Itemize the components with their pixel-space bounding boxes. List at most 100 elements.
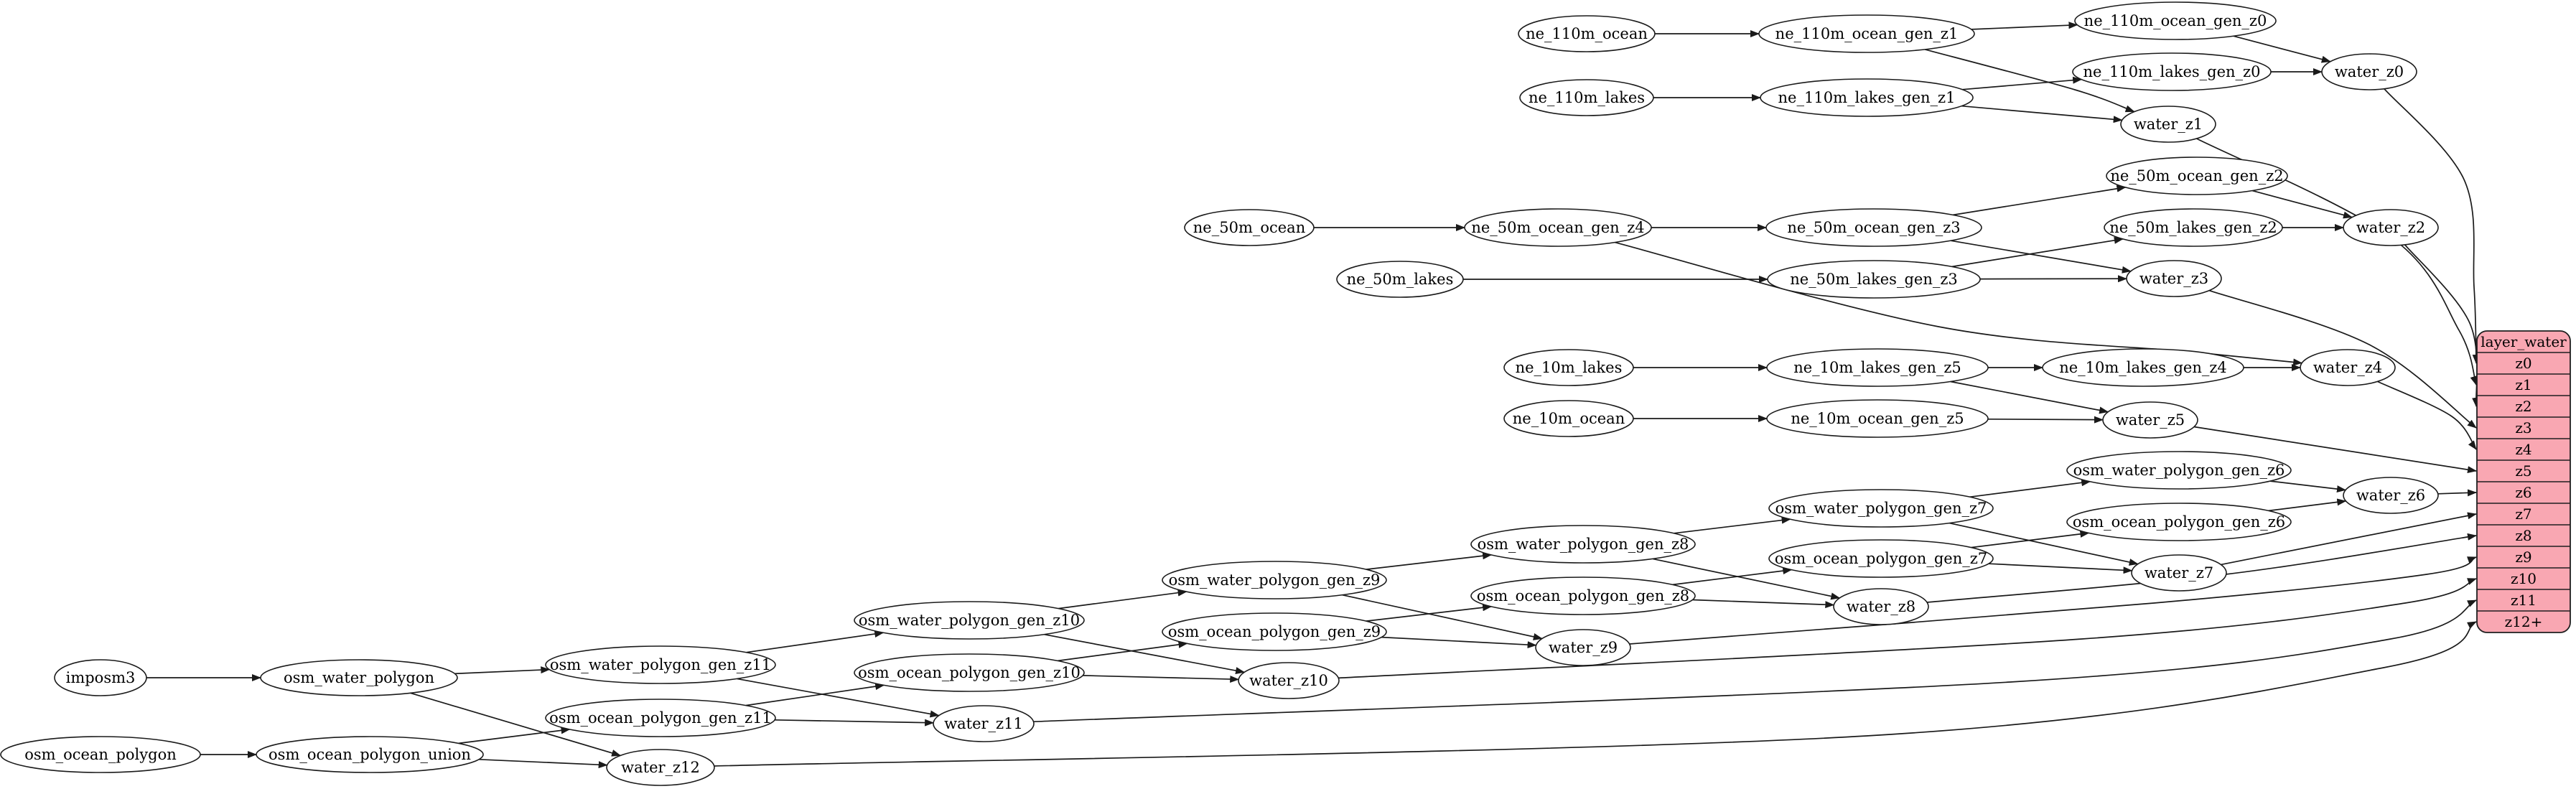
node-water-z8: water_z8 bbox=[1833, 588, 1929, 625]
node-water-z1: water_z1 bbox=[2120, 106, 2216, 143]
node-label: ne_110m_ocean bbox=[1526, 25, 1648, 42]
node-label: ne_10m_ocean bbox=[1513, 410, 1625, 427]
node-ne-10m-lakes-gen-z5: ne_10m_lakes_gen_z5 bbox=[1766, 348, 1989, 387]
edge-osm_water_polygon_gen_z7-to-water_z7 bbox=[1949, 522, 2139, 566]
edge-osm_ocean_polygon_union-to-water_z12 bbox=[479, 758, 608, 769]
node-ne-10m-lakes: ne_10m_lakes bbox=[1503, 349, 1634, 386]
node-ne-50m-lakes-gen-z2: ne_50m_lakes_gen_z2 bbox=[2104, 208, 2283, 247]
node-label: water_z7 bbox=[2145, 564, 2213, 582]
node-ne-10m-lakes-gen-z4: ne_10m_lakes_gen_z4 bbox=[2042, 348, 2244, 387]
node-ellipse bbox=[2300, 349, 2396, 386]
node-ellipse bbox=[2072, 52, 2272, 91]
node-ellipse bbox=[260, 659, 458, 696]
edge-water_z3-to-layer-z3 bbox=[2208, 289, 2477, 429]
node-ellipse bbox=[545, 645, 776, 684]
node-ne-110m-ocean-gen-z1: ne_110m_ocean_gen_z1 bbox=[1758, 14, 1975, 53]
node-ellipse bbox=[0, 736, 201, 773]
node-label: water_z4 bbox=[2313, 359, 2382, 376]
node-ellipse bbox=[2102, 401, 2198, 439]
node-label: ne_50m_lakes_gen_z3 bbox=[1790, 271, 1958, 288]
node-ellipse bbox=[2343, 477, 2439, 514]
node-water-z10: water_z10 bbox=[1238, 662, 1340, 699]
node-ne-110m-ocean: ne_110m_ocean bbox=[1518, 15, 1656, 52]
node-label: water_z3 bbox=[2139, 270, 2208, 287]
node-ellipse bbox=[1503, 400, 1634, 437]
edge-water_z12-to-layer-z12+ bbox=[714, 621, 2477, 767]
node-ellipse bbox=[1758, 14, 1975, 53]
layer-row-z8: z8 bbox=[2515, 527, 2531, 544]
edge-water_z5-to-layer-z5 bbox=[2193, 426, 2477, 474]
edge-water_z7-to-layer-z7 bbox=[2221, 512, 2477, 566]
node-label: ne_50m_ocean_gen_z2 bbox=[2110, 167, 2283, 185]
node-label: osm_water_polygon_gen_z11 bbox=[550, 656, 771, 673]
node-label: water_z6 bbox=[2356, 487, 2425, 504]
node-ellipse bbox=[54, 659, 147, 696]
edge-osm_water_polygon_gen_z10-to-water_z10 bbox=[1044, 633, 1246, 674]
node-label: osm_ocean_polygon_gen_z11 bbox=[549, 709, 772, 727]
node-ne-50m-ocean-gen-z4: ne_50m_ocean_gen_z4 bbox=[1464, 208, 1652, 247]
node-osm-water-polygon-gen-z9: osm_water_polygon_gen_z9 bbox=[1162, 561, 1387, 599]
edge-osm_ocean_polygon_gen_z11-to-water_z11 bbox=[775, 719, 935, 727]
node-ellipse bbox=[2126, 260, 2222, 297]
node-ellipse bbox=[1336, 261, 1464, 298]
edge-osm_water_polygon_gen_z6-to-water_z6 bbox=[2270, 480, 2346, 493]
node-ne-50m-ocean-gen-z3: ne_50m_ocean_gen_z3 bbox=[1765, 208, 1982, 247]
node-label: osm_water_polygon_gen_z8 bbox=[1478, 536, 1689, 553]
node-osm-ocean-polygon-gen-z9: osm_ocean_polygon_gen_z9 bbox=[1162, 612, 1387, 651]
edge-osm_water_polygon_gen_z8-to-osm_water_polygon_gen_z7 bbox=[1674, 516, 1791, 534]
node-ellipse bbox=[2066, 451, 2292, 490]
node-osm-water-polygon: osm_water_polygon bbox=[260, 659, 458, 696]
layer-row-z5: z5 bbox=[2515, 462, 2531, 480]
node-label: water_z9 bbox=[1549, 639, 1618, 656]
node-ellipse bbox=[2074, 1, 2277, 40]
edge-osm_ocean_polygon_gen_z6-to-water_z6 bbox=[2268, 498, 2347, 512]
node-ellipse bbox=[256, 736, 484, 773]
node-ellipse bbox=[2066, 503, 2292, 541]
node-label: water_z0 bbox=[2335, 63, 2404, 80]
node-osm-ocean-polygon-gen-z6: osm_ocean_polygon_gen_z6 bbox=[2066, 503, 2292, 541]
node-ellipse bbox=[1833, 588, 1929, 625]
layer-row-z6: z6 bbox=[2515, 484, 2531, 501]
edge-osm_water_polygon_gen_z10-to-osm_water_polygon_gen_z9 bbox=[1058, 589, 1187, 610]
node-ne-110m-lakes-gen-z1: ne_110m_lakes_gen_z1 bbox=[1760, 78, 1974, 117]
edge-ne_50m_ocean_gen_z2-to-water_z2 bbox=[2251, 190, 2353, 219]
edge-ne_110m_lakes_gen_z1-to-ne_110m_lakes_gen_z0 bbox=[1962, 76, 2083, 90]
node-label: osm_water_polygon_gen_z10 bbox=[859, 612, 1080, 629]
edge-osm_water_polygon_gen_z11-to-osm_water_polygon_gen_z10 bbox=[746, 630, 885, 653]
edge-osm_ocean_polygon_gen_z10-to-osm_ocean_polygon_gen_z9 bbox=[1058, 640, 1188, 662]
edge-water_z2-to-layer-z2 bbox=[2404, 244, 2480, 407]
node-ne-50m-lakes-gen-z3: ne_50m_lakes_gen_z3 bbox=[1767, 260, 1981, 299]
edge-osm_ocean_polygon_gen_z7-to-osm_ocean_polygon_gen_z6 bbox=[1971, 530, 2090, 548]
edge-water_z4-to-layer-z4 bbox=[2377, 381, 2477, 450]
node-water-z2: water_z2 bbox=[2343, 209, 2439, 246]
node-water-z3: water_z3 bbox=[2126, 260, 2222, 297]
layer-row-z2: z2 bbox=[2515, 398, 2531, 415]
node-label: ne_110m_lakes_gen_z1 bbox=[1778, 89, 1956, 106]
edge-ne_110m_lakes_gen_z1-to-water_z1 bbox=[1961, 105, 2123, 123]
node-ellipse bbox=[1760, 78, 1974, 117]
node-label: ne_110m_lakes_gen_z0 bbox=[2083, 63, 2261, 80]
edge-osm_ocean_polygon_gen_z9-to-osm_ocean_polygon_gen_z8 bbox=[1366, 604, 1493, 622]
edge-osm_ocean_polygon_gen_z7-to-water_z7 bbox=[1988, 563, 2133, 574]
node-label: ne_110m_lakes bbox=[1529, 89, 1645, 106]
node-label: ne_10m_lakes bbox=[1516, 359, 1623, 376]
node-ellipse bbox=[933, 705, 1035, 742]
node-ellipse bbox=[1470, 576, 1696, 615]
node-ellipse bbox=[1519, 79, 1654, 116]
node-ellipse bbox=[854, 653, 1085, 692]
node-label: osm_ocean_polygon_gen_z10 bbox=[858, 664, 1081, 681]
node-label: water_z12 bbox=[621, 759, 700, 776]
node-water-z11: water_z11 bbox=[933, 705, 1035, 742]
node-osm-water-polygon-gen-z11: osm_water_polygon_gen_z11 bbox=[545, 645, 776, 684]
node-label: osm_water_polygon_gen_z9 bbox=[1169, 571, 1381, 589]
node-label: osm_ocean_polygon_gen_z9 bbox=[1168, 623, 1381, 640]
node-osm-ocean-polygon-gen-z8: osm_ocean_polygon_gen_z8 bbox=[1470, 576, 1696, 615]
edge-osm_water_polygon_gen_z7-to-osm_water_polygon_gen_z6 bbox=[1969, 479, 2091, 498]
edge-osm_ocean_polygon_gen_z8-to-osm_ocean_polygon_gen_z7 bbox=[1672, 567, 1793, 586]
node-label: ne_50m_lakes_gen_z2 bbox=[2109, 219, 2277, 236]
node-label: osm_ocean_polygon bbox=[24, 746, 177, 763]
node-label: ne_10m_lakes_gen_z4 bbox=[2059, 359, 2227, 376]
edge-water_z9-to-layer-z9 bbox=[1629, 556, 2477, 645]
node-label: ne_110m_ocean_gen_z0 bbox=[2084, 12, 2267, 29]
